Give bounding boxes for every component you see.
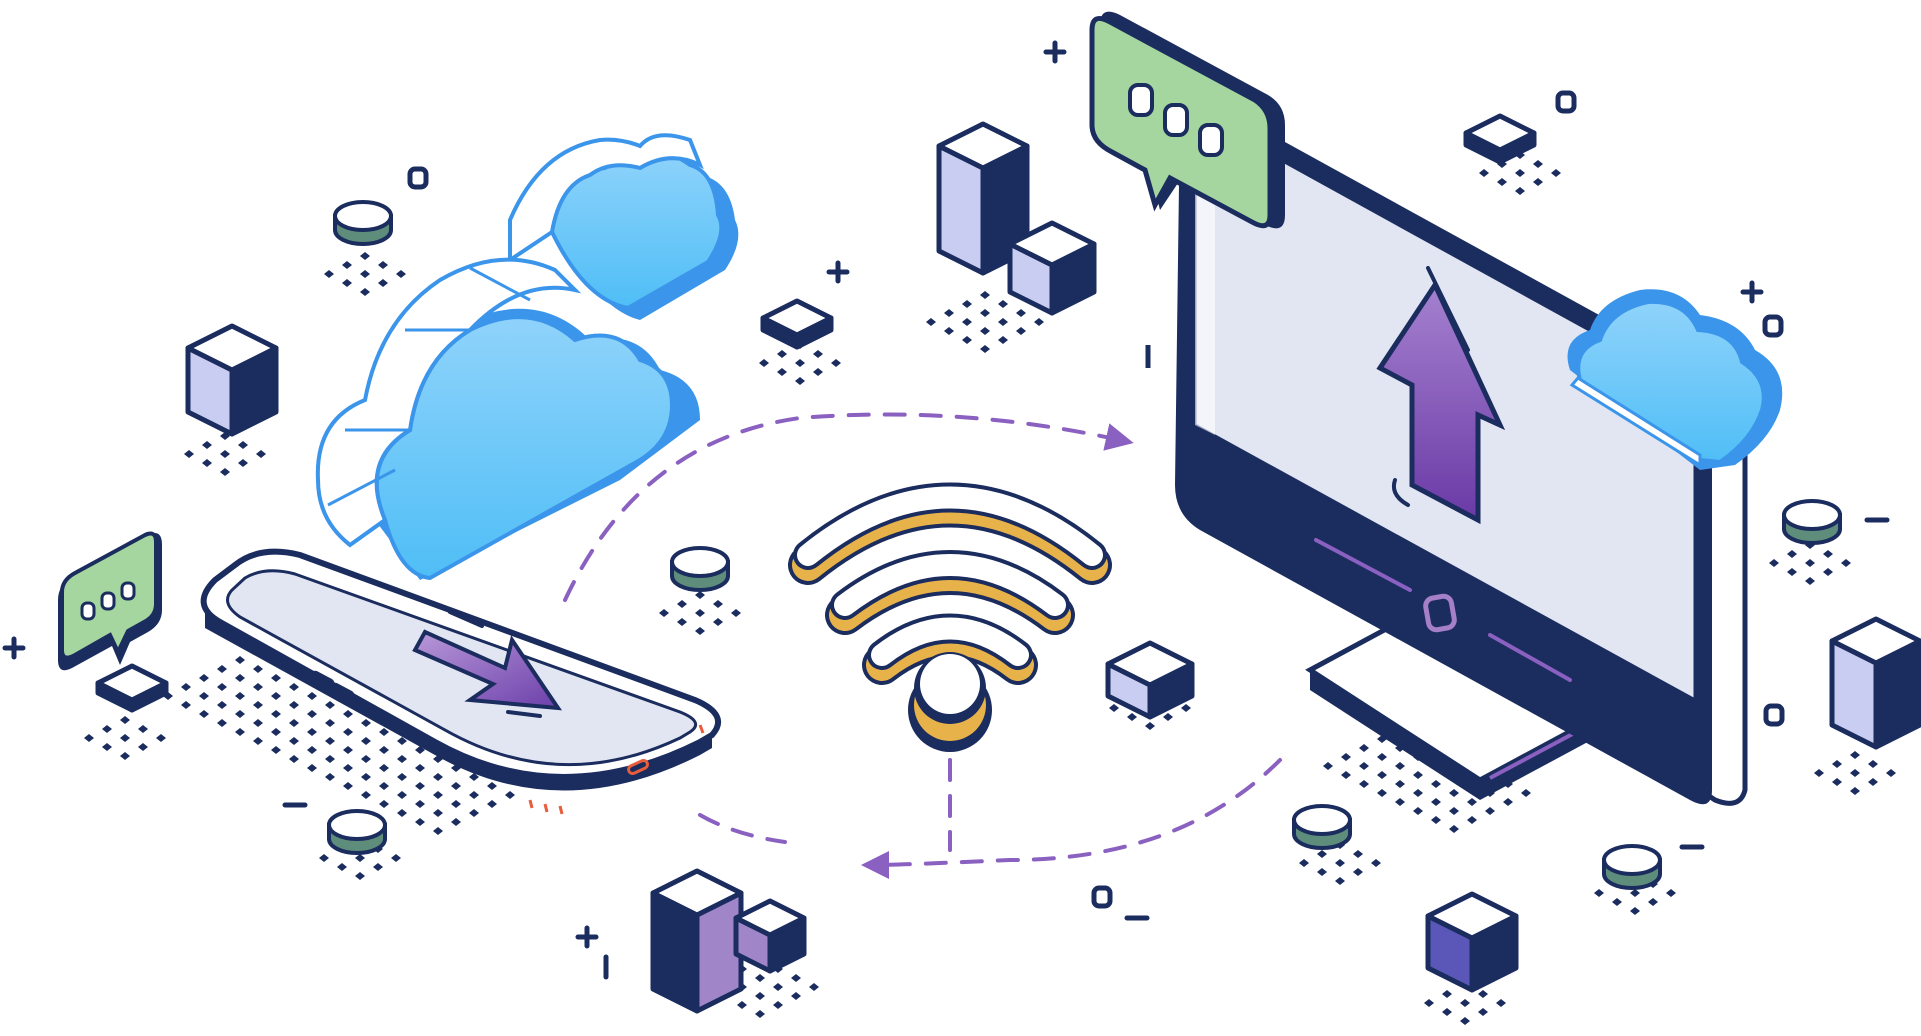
dot-grid — [1769, 541, 1851, 585]
dot-grid — [1424, 981, 1506, 1025]
cube-block — [1105, 640, 1195, 720]
dot-grid — [659, 591, 741, 635]
arc-phone-tail — [698, 813, 787, 844]
plus-symbol — [1043, 40, 1067, 64]
cloud-icon — [1567, 289, 1783, 470]
dot-grid — [319, 836, 401, 880]
dot-grid — [184, 432, 266, 476]
coin-token — [1602, 844, 1662, 890]
phone-port — [627, 758, 649, 776]
decorative-symbols — [2, 40, 1890, 980]
plus-symbol — [1740, 280, 1764, 304]
dot-grid — [324, 252, 406, 296]
dot-grid — [1479, 151, 1561, 195]
ring-symbol — [407, 166, 429, 190]
ring-symbol — [1763, 703, 1785, 727]
dot-grid — [163, 656, 515, 835]
phone-shadow-dots — [163, 656, 515, 835]
transfer-loop-arrows — [563, 412, 1282, 879]
chat-bubble-icon — [1089, 11, 1285, 229]
dot-grid — [84, 716, 166, 760]
flat-block — [95, 663, 169, 713]
plus-symbol — [826, 260, 850, 284]
wifi-icon — [788, 482, 1112, 752]
tall-block — [1829, 616, 1921, 750]
coin-token — [327, 809, 387, 855]
chat-bubble-icon — [58, 531, 162, 671]
wifi-dot-face — [920, 654, 980, 714]
download-arrow-icon — [412, 610, 563, 718]
smartphone-icon — [200, 548, 722, 815]
cloud-front-top — [315, 257, 582, 548]
dot-grid — [759, 341, 841, 385]
tall-block — [650, 868, 744, 1014]
dot-grid — [926, 291, 1044, 353]
isometric-coins — [327, 200, 1842, 890]
ring-symbol — [1555, 90, 1577, 114]
monitor-stand-base-side — [1310, 670, 1480, 800]
ring-symbol — [1091, 885, 1113, 909]
cloud-icon — [315, 133, 739, 581]
cube-block — [1425, 891, 1519, 993]
dot-grid — [1814, 751, 1896, 795]
coin-token — [333, 200, 393, 246]
coin-token — [1292, 804, 1352, 850]
phone-accent-ticks — [528, 724, 705, 815]
cube-block — [185, 323, 279, 437]
monitor-screen-highlight — [1195, 170, 1215, 435]
cloud-back-top — [508, 133, 704, 264]
arc-to-phone — [861, 758, 1282, 879]
ring-symbol — [1762, 314, 1784, 338]
coin-token — [670, 546, 730, 592]
phone-button — [328, 682, 355, 703]
plus-symbol — [575, 925, 599, 949]
isometric-blocks — [95, 113, 1921, 1014]
cube-block — [733, 898, 807, 974]
flat-block — [1463, 113, 1537, 165]
monitor-power-button — [1423, 593, 1457, 633]
coin-token — [1782, 499, 1842, 545]
cube-block — [1007, 220, 1097, 316]
upload-arrow-icon — [1376, 266, 1506, 525]
phone-button — [286, 661, 304, 675]
plus-symbol — [2, 636, 26, 660]
flat-block — [760, 298, 834, 350]
